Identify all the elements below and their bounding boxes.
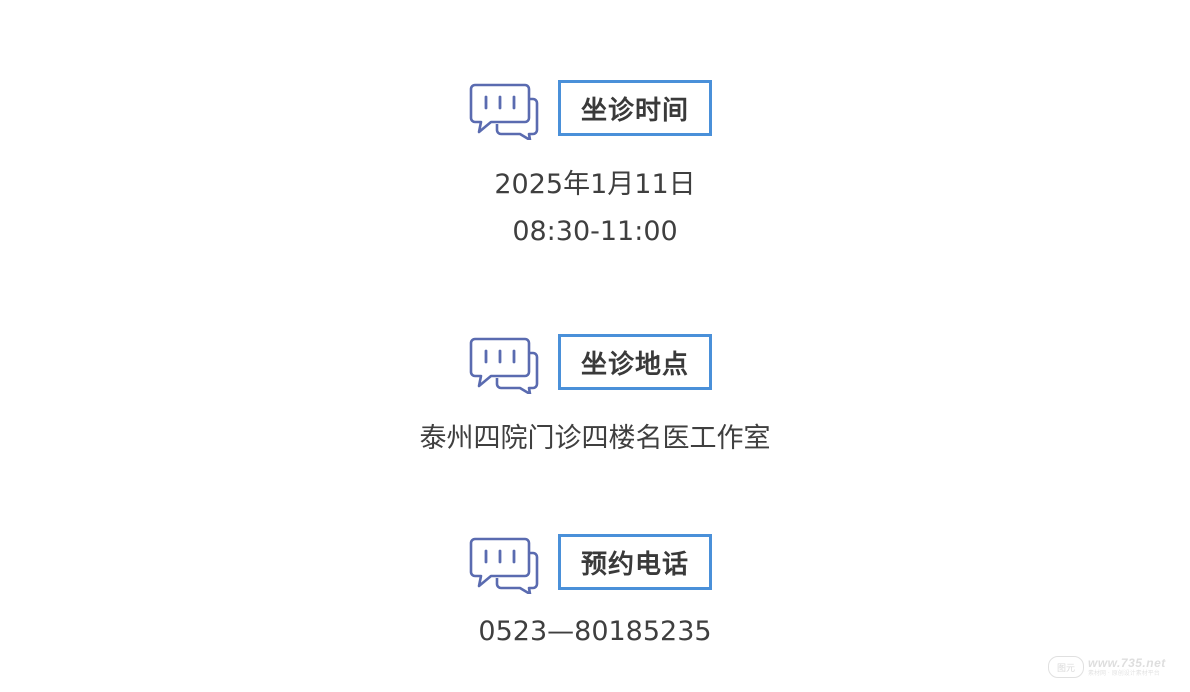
section-title: 坐诊地点 bbox=[558, 334, 712, 390]
section-header: 坐诊时间 bbox=[469, 80, 729, 142]
chat-bubbles-icon bbox=[469, 337, 539, 394]
section-header: 预约电话 bbox=[469, 534, 729, 596]
watermark-logo: 图元 bbox=[1048, 656, 1084, 678]
watermark-text: www.735.net 素材网 · 原创设计素材平台 bbox=[1088, 657, 1166, 677]
chat-bubbles-icon bbox=[469, 537, 539, 594]
section-title: 坐诊时间 bbox=[558, 80, 712, 136]
clinic-address: 泰州四院门诊四楼名医工作室 bbox=[419, 423, 771, 454]
section-title: 预约电话 bbox=[558, 534, 712, 590]
watermark-subtitle: 素材网 · 原创设计素材平台 bbox=[1088, 670, 1160, 677]
section-header: 坐诊地点 bbox=[469, 334, 729, 396]
watermark-url: www.735.net bbox=[1088, 656, 1166, 670]
chat-bubbles-icon bbox=[469, 83, 539, 140]
clinic-hours: 08:30-11:00 bbox=[512, 216, 678, 247]
watermark: 图元 www.735.net 素材网 · 原创设计素材平台 bbox=[1048, 654, 1180, 680]
phone-number[interactable]: 0523—80185235 bbox=[478, 616, 712, 647]
clinic-date: 2025年1月11日 bbox=[494, 169, 696, 200]
